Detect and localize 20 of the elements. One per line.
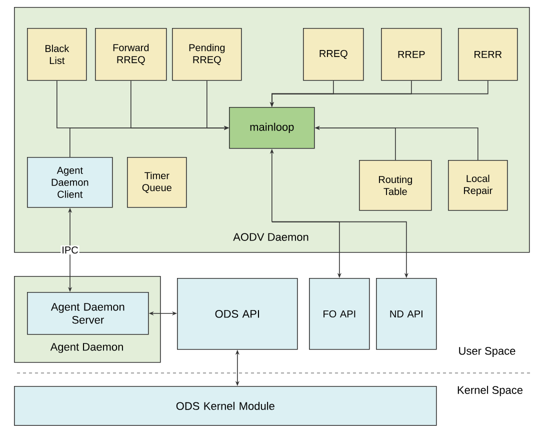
api-box: ODS API	[177, 278, 298, 350]
module-box: Forward RREQ	[95, 28, 167, 81]
module-box: Routing Table	[359, 160, 432, 211]
server-box: Agent Daemon Server	[27, 292, 149, 335]
module-box: Local Repair	[448, 160, 508, 211]
kernel-module-box: ODS Kernel Module	[14, 386, 437, 426]
container-label: Agent Daemon	[50, 343, 123, 353]
message-box: RREQ	[303, 28, 364, 81]
mainloop-box: mainloop	[229, 107, 315, 149]
message-box: RREP	[381, 28, 442, 81]
client-box: Agent Daemon Client	[27, 157, 113, 208]
module-box: Timer Queue	[127, 157, 187, 208]
space-label: Kernel Space	[458, 386, 522, 396]
api-box: ND API	[376, 278, 437, 350]
container-label: AODV Daemon	[233, 233, 308, 241]
message-box: RERR	[458, 28, 518, 81]
module-box: Pending RREQ	[172, 28, 242, 81]
module-box: Black List	[27, 28, 87, 81]
space-label: User Space	[459, 347, 516, 357]
api-box: FO API	[309, 278, 370, 350]
